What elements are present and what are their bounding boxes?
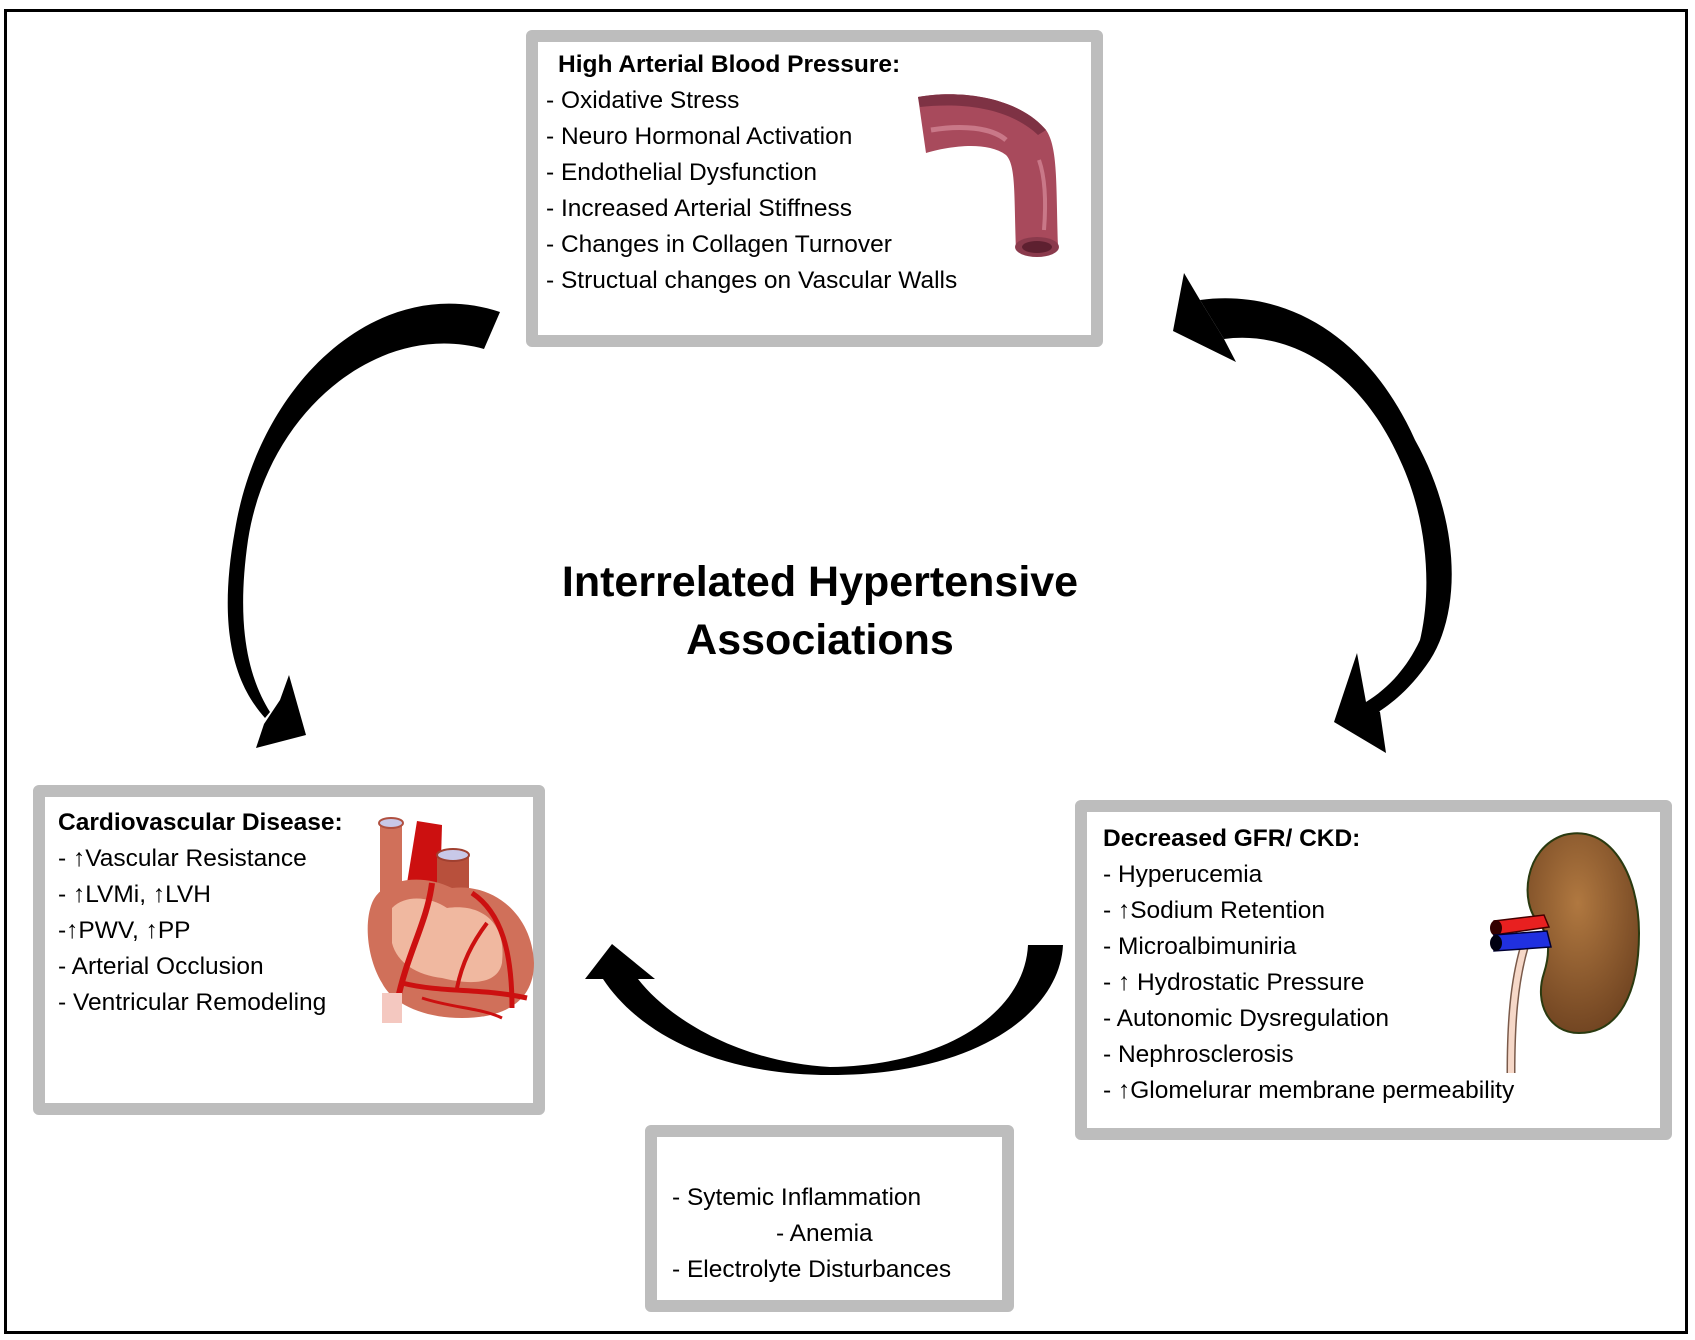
- title-line-2: Associations: [686, 616, 954, 664]
- heart-icon: [367, 817, 534, 1023]
- cvd-item: - ↑LVMi, ↑LVH: [58, 881, 211, 908]
- bp-heading: High Arterial Blood Pressure:: [558, 51, 901, 78]
- figure-frame: [4, 9, 1688, 1334]
- bp-item: - Increased Arterial Stiffness: [546, 195, 852, 222]
- box-decreased-gfr-ckd: Decreased GFR/ CKD: - Hyperucemia - ↑Sod…: [1075, 800, 1672, 1140]
- arrow-ckd-to-cvd-head: [585, 944, 655, 979]
- bp-item: - Oxidative Stress: [546, 87, 740, 114]
- cvd-item: - Arterial Occlusion: [58, 953, 264, 980]
- diagram-title: Interrelated Hypertensive Associations: [520, 553, 1120, 669]
- box-systemic-factors: - Sytemic Inflammation - Anemia - Electr…: [645, 1125, 1014, 1312]
- bp-item: - Neuro Hormonal Activation: [546, 123, 853, 150]
- cvd-item: -↑PWV, ↑PP: [58, 917, 191, 944]
- arrow-bp-ckd-shaft: [1200, 298, 1452, 716]
- bp-item: - Changes in Collagen Turnover: [546, 231, 892, 258]
- arrow-bp-to-cvd-head: [256, 675, 306, 748]
- box-high-blood-pressure: High Arterial Blood Pressure: - Oxidativ…: [526, 30, 1103, 347]
- bp-text: High Arterial Blood Pressure: - Oxidativ…: [546, 47, 957, 299]
- systemic-item: - Electrolyte Disturbances: [672, 1256, 952, 1283]
- ckd-item: - ↑Sodium Retention: [1103, 897, 1325, 924]
- ckd-item: - ↑Glomelurar membrane permeability: [1103, 1077, 1515, 1104]
- systemic-item: - Sytemic Inflammation: [672, 1184, 922, 1211]
- arrow-bp-to-cvd: [227, 303, 501, 748]
- cvd-heading: Cardiovascular Disease:: [58, 809, 343, 836]
- kidney-icon: [1490, 832, 1641, 1074]
- systemic-text: - Sytemic Inflammation - Anemia - Electr…: [672, 1180, 951, 1288]
- systemic-item: - Anemia: [776, 1220, 873, 1247]
- cvd-text: Cardiovascular Disease: - ↑Vascular Resi…: [58, 805, 343, 1021]
- ckd-item: - Microalbimuniria: [1103, 933, 1297, 960]
- ckd-item: - Nephrosclerosis: [1103, 1041, 1294, 1068]
- ckd-item: - ↑ Hydrostatic Pressure: [1103, 969, 1365, 996]
- cvd-item: - Ventricular Remodeling: [58, 989, 327, 1016]
- bp-item: - Structual changes on Vascular Walls: [546, 267, 958, 294]
- arrow-bp-ckd-double: [1173, 273, 1452, 753]
- ckd-heading: Decreased GFR/ CKD:: [1103, 825, 1361, 852]
- ckd-text: Decreased GFR/ CKD: - Hyperucemia - ↑Sod…: [1103, 821, 1514, 1109]
- box-cardiovascular-disease: Cardiovascular Disease: - ↑Vascular Resi…: [33, 785, 545, 1115]
- arrow-ckd-to-cvd-shaft: [603, 945, 1063, 1075]
- cvd-item: - ↑Vascular Resistance: [58, 845, 307, 872]
- blood-vessel-icon: [918, 94, 1059, 257]
- title-line-1: Interrelated Hypertensive: [561, 558, 1079, 606]
- ckd-item: - Hyperucemia: [1103, 861, 1263, 888]
- bp-item: - Endothelial Dysfunction: [546, 159, 818, 186]
- arrow-bp-ckd-head-bottom: [1334, 653, 1386, 753]
- ckd-item: - Autonomic Dysregulation: [1103, 1005, 1389, 1032]
- arrow-bp-to-cvd-shaft: [227, 303, 501, 718]
- arrow-bp-ckd-head-top: [1173, 273, 1236, 362]
- arrow-ckd-to-cvd: [585, 944, 1063, 1075]
